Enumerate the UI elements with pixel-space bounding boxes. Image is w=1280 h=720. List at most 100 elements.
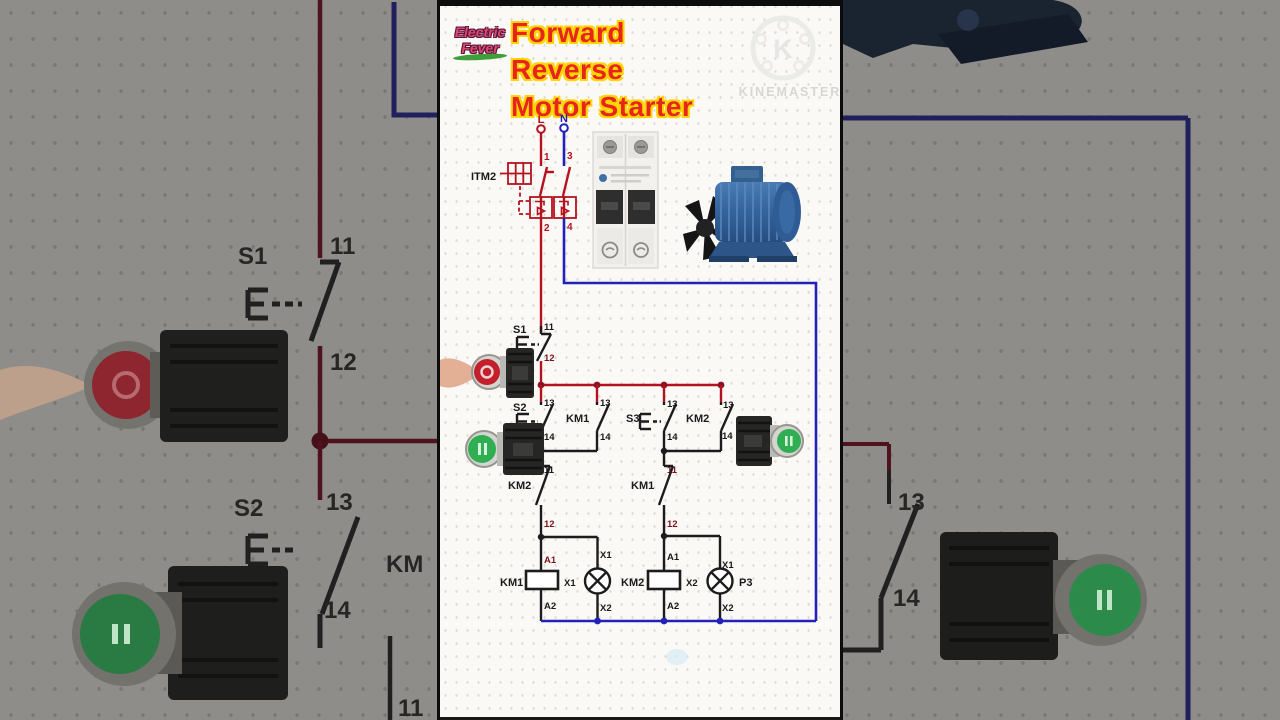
kinemaster-logo-icon: K — [750, 15, 816, 81]
bg-red-button-mark — [112, 371, 140, 399]
s1-e-symbol — [515, 335, 529, 354]
label-lamp2-x2: X2 — [722, 603, 734, 614]
background-right-art: 13 14 — [843, 0, 1191, 720]
bus-node — [594, 617, 601, 625]
bg-e-symbol-s2 — [245, 533, 268, 567]
lamp1-cross — [587, 571, 608, 591]
label-km1-no: KM1 — [566, 413, 589, 425]
label-itm2: ITM2 — [471, 171, 496, 183]
s3-no-contact — [662, 402, 678, 451]
label-s3: S3 — [626, 413, 639, 425]
label-s2-14: 14 — [544, 432, 555, 443]
bg-red-corner — [843, 442, 891, 470]
channel-logo-line1: Electric — [454, 24, 506, 40]
stop-button-photo — [440, 342, 535, 409]
breaker-pole-wires — [539, 196, 566, 218]
label-km2-13: 13 — [723, 400, 734, 411]
bus-node — [716, 617, 724, 625]
background-left: S1 11 12 13 S2 14 KM 11 — [0, 0, 437, 720]
bg-s1-contact — [308, 259, 342, 342]
label-lamp1-x1: X1 — [600, 550, 612, 561]
bg-label-11b: 11 — [398, 695, 423, 720]
s2-e-symbol — [515, 412, 529, 431]
label-km1-a2: A2 — [544, 601, 556, 612]
label-km1nc-12: 12 — [667, 519, 678, 530]
label-p3: P3 — [739, 577, 752, 589]
bg-motor-hub — [957, 9, 979, 31]
bg-green-button-mark — [112, 624, 118, 644]
label-km2-no: KM2 — [686, 413, 709, 425]
bg-green-button-mark — [124, 624, 130, 644]
bus-node — [660, 617, 668, 625]
label-km2-nc: KM2 — [508, 480, 531, 492]
label-lamp2-name: X2 — [686, 578, 698, 589]
bg-green-button2-face — [1069, 564, 1141, 636]
title-line1: Forward Reverse — [511, 17, 625, 85]
terminal-L — [536, 124, 546, 134]
label-coil-km1: KM1 — [500, 577, 523, 589]
bg-label-12: 12 — [330, 349, 357, 376]
bottom-letterbox — [440, 717, 840, 720]
label-s2: S2 — [513, 402, 526, 414]
km1-nc-contact — [657, 451, 675, 536]
background-left-art: S1 11 12 13 S2 14 KM 11 — [0, 0, 437, 720]
label-2: 2 — [544, 223, 550, 234]
faint-watermark-smudge — [666, 649, 688, 665]
bg-green-button2-mark — [1097, 590, 1102, 610]
bg-motor-foot — [938, 14, 1088, 64]
label-s3-14: 14 — [667, 432, 678, 443]
label-s1-12: 12 — [544, 353, 555, 364]
label-1: 1 — [544, 152, 550, 163]
bg-s2-contact — [317, 516, 361, 648]
label-lamp1-x2: X2 — [600, 603, 612, 614]
channel-logo: Electric Fever — [448, 24, 512, 62]
bg-green-button2-fins — [949, 546, 1049, 642]
top-letterbox — [440, 0, 840, 6]
hand — [440, 358, 484, 388]
label-s2-13: 13 — [544, 398, 555, 409]
start-forward-button-photo — [461, 418, 546, 485]
label-lamp1-name: X1 — [564, 578, 576, 589]
label-3: 3 — [567, 151, 573, 162]
lamp-taps — [541, 534, 720, 539]
label-km2nc-12: 12 — [544, 519, 555, 530]
bg-green-button-face — [80, 594, 160, 674]
label-km1-a1: A1 — [544, 555, 557, 566]
bg-green-button2-mark — [1107, 590, 1112, 610]
km1-no-contact — [595, 402, 611, 451]
label-coil-km2: KM2 — [621, 577, 644, 589]
label-km2-a1: A1 — [667, 552, 680, 563]
bg-label-13: 13 — [326, 489, 353, 516]
branch-stubs — [539, 385, 723, 402]
label-4: 4 — [567, 222, 573, 233]
label-s1-11: 11 — [544, 322, 555, 333]
background-right: 13 14 — [843, 0, 1280, 720]
s1-nc-contact — [535, 326, 553, 362]
bg-red-button-fins — [170, 344, 278, 428]
bg-label-13r: 13 — [898, 489, 925, 516]
label-line: L — [538, 114, 545, 126]
wiring-diagram: L N 1 3 ITM2 2 4 — [471, 113, 818, 665]
label-km2-a2: A2 — [667, 601, 679, 612]
bg-red-bus — [317, 346, 437, 444]
motor-photo — [683, 148, 808, 277]
label-km1-nc: KM1 — [631, 480, 654, 492]
bg-green-button-fins — [178, 582, 278, 678]
label-km2-14: 14 — [722, 431, 733, 442]
bg-hand — [0, 365, 92, 420]
label-lamp2-x1: X1 — [722, 560, 734, 571]
kinemaster-k: K — [773, 34, 793, 64]
km2-coil — [646, 569, 682, 591]
bg-e-symbol-s1 — [245, 287, 268, 321]
start-reverse-button-photo — [736, 412, 804, 475]
video-content: Electric Fever Forward Reverse Motor Sta… — [437, 0, 843, 720]
bg-label-11: 11 — [330, 233, 355, 260]
channel-logo-line2: Fever — [461, 40, 499, 56]
watermark: K KINEMASTER — [736, 8, 844, 99]
label-neutral: N — [560, 113, 568, 125]
km2-no-contact — [719, 402, 735, 451]
mcb-photo — [591, 128, 660, 277]
km1-coil — [524, 569, 560, 591]
bg-red-button-housing — [160, 330, 288, 442]
